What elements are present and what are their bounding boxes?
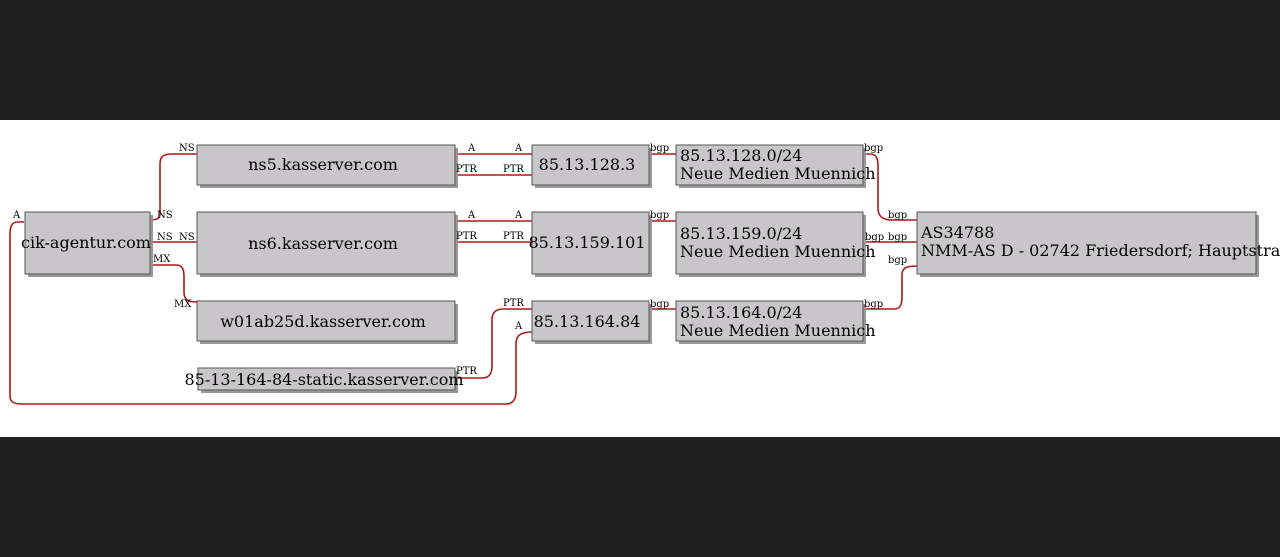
edge-label-bgp-as-2: bgp: [865, 232, 884, 243]
edge-label-bgp-net3: bgp: [864, 299, 883, 310]
edge-cik-ns5: [149, 153, 197, 221]
node-w01-box[interactable]: [196, 300, 456, 342]
edge-label-a-ns5-2: A: [514, 143, 523, 154]
edge-label-bgp-ip1: bgp: [650, 143, 669, 154]
node-net2-box[interactable]: [675, 211, 864, 275]
edge-label-a-ip3: A: [514, 321, 523, 332]
edge-label-ptr-ns5-2: PTR: [503, 164, 524, 175]
node-net1-label-line1: 85.13.128.0/24: [680, 146, 802, 165]
node-static-box[interactable]: [197, 367, 456, 391]
node-ns6-box[interactable]: [196, 211, 456, 275]
node-as-box[interactable]: [916, 211, 1257, 275]
edge-label-bgp-as-4: bgp: [888, 255, 907, 266]
node-ns5-label: ns5.kasserver.com: [248, 155, 398, 174]
node-ip3-label: 85.13.164.84: [534, 312, 641, 331]
node-ip1-box[interactable]: [531, 144, 650, 186]
node-static-label: 85-13-164-84-static.kasserver.com: [184, 370, 463, 389]
edge-label-bgp-as-1: bgp: [888, 210, 907, 221]
edge-cik-ip3-a: [9, 221, 533, 405]
node-ip2-box[interactable]: [531, 211, 650, 275]
node-labels: cik-agentur.com ns5.kasserver.com ns6.ka…: [21, 146, 1280, 389]
node-cik-box[interactable]: [24, 211, 151, 275]
node-ns5-box[interactable]: [196, 144, 456, 186]
node-as-label-line2: NMM-AS D - 02742 Friedersdorf; Hauptstra: [921, 241, 1280, 260]
edge-label-a-cik: A: [12, 210, 21, 221]
node-net1-box[interactable]: [675, 144, 864, 186]
edge-label-ptr-ns5-1: PTR: [456, 164, 477, 175]
edge-label-ns-3: NS: [157, 232, 173, 243]
node-net2-label-line2: Neue Medien Muennich: [680, 242, 876, 261]
edge-label-bgp-net1: bgp: [864, 143, 883, 154]
node-net1-label-line2: Neue Medien Muennich: [680, 164, 876, 183]
node-w01-label: w01ab25d.kasserver.com: [220, 312, 426, 331]
dns-graph: cik-agentur.com ns5.kasserver.com ns6.ka…: [9, 143, 1280, 405]
node-ip3-box[interactable]: [531, 300, 650, 342]
edge-label-a-ns5-1: A: [467, 143, 476, 154]
node-ip2-label: 85.13.159.101: [528, 233, 645, 252]
edge-label-a-ns6-1: A: [467, 210, 476, 221]
edge-label-ptr-ns6-2: PTR: [503, 231, 524, 242]
edge-cik-w01: [150, 264, 198, 303]
edge-label-ns-4: NS: [179, 232, 195, 243]
edge-label-bgp-as-3: bgp: [888, 232, 907, 243]
edge-label-ns-1: NS: [179, 143, 195, 154]
edge-label-mx-1: MX: [153, 254, 171, 265]
node-net3-box[interactable]: [675, 300, 864, 342]
edge-labels: NS NS NS NS MX MX A A A PTR PTR A A PTR …: [12, 143, 907, 377]
edge-label-bgp-ip3: bgp: [650, 299, 669, 310]
edge-static-ip3-ptr: [455, 308, 532, 379]
edge-label-ptr-static: PTR: [456, 366, 477, 377]
edge-label-bgp-ip2: bgp: [650, 210, 669, 221]
edge-label-ptr-ns6-1: PTR: [456, 231, 477, 242]
node-cik-label: cik-agentur.com: [21, 233, 151, 252]
node-as-label-line1: AS34788: [920, 223, 994, 242]
node-net3-label-line2: Neue Medien Muennich: [680, 321, 876, 340]
nodes: [24, 144, 1257, 391]
edge-label-mx-2: MX: [174, 299, 192, 310]
edge-net1-as: [863, 153, 917, 221]
edge-label-a-ns6-2: A: [514, 210, 523, 221]
dns-graph-canvas: cik-agentur.com ns5.kasserver.com ns6.ka…: [0, 120, 1280, 437]
edges: [9, 153, 918, 405]
node-ns6-label: ns6.kasserver.com: [248, 234, 398, 253]
edge-label-ptr-ip3: PTR: [503, 298, 524, 309]
node-net3-label-line1: 85.13.164.0/24: [680, 303, 802, 322]
node-ip1-label: 85.13.128.3: [539, 155, 636, 174]
node-net2-label-line1: 85.13.159.0/24: [680, 224, 802, 243]
edge-label-ns-2: NS: [157, 210, 173, 221]
edge-net3-as: [863, 265, 918, 310]
